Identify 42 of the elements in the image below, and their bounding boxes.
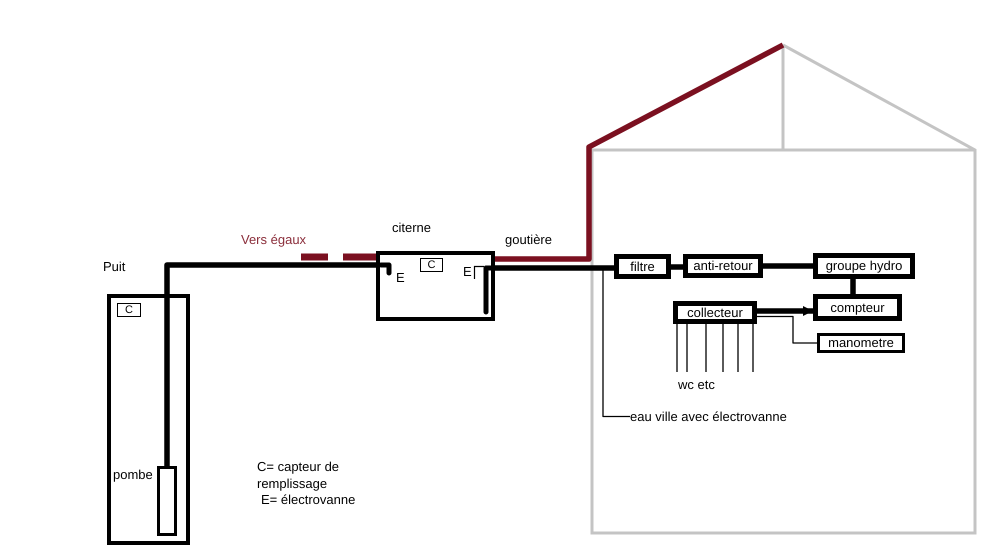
pipe-line [495,265,614,271]
component-box [673,301,757,324]
component-box [813,253,915,279]
valve-letter: E [463,264,472,279]
thin-pipe-line [676,324,678,372]
pipe-line [495,42,784,262]
component-box [614,254,671,279]
well-label: Puit [103,259,126,274]
component-label: groupe hydro [826,259,902,273]
key-text: C= capteur de remplissage [257,458,340,492]
pipe-line [763,263,813,269]
sensor-tag [420,258,443,272]
dashed-pipe-line [301,254,376,260]
annotation-text: Vers égaux [241,232,306,247]
pipe-line [164,262,376,466]
component-box [813,294,902,321]
tag-letter: C [125,304,133,316]
pipe-line [850,279,856,294]
pipe-line [671,264,683,270]
annotation-text: eau ville avec électrovanne [630,409,787,424]
thin-pipe-line [757,316,817,344]
outlet-label: wc etc [678,377,715,392]
sensor-tag [117,303,141,317]
tag-letter: C [428,259,436,271]
thin-pipe-line [722,324,724,372]
tank-label: citerne [392,220,432,235]
component-box [683,254,763,278]
pump-label: pombe [113,467,153,482]
component-box [817,333,905,353]
thin-pipe-line [752,324,754,372]
arrow [757,306,813,316]
key-text: E= électrovanne [261,492,356,507]
valve-letter: E [396,270,405,285]
thin-pipe-line [705,324,707,372]
annotation-text: goutière [505,232,552,247]
thin-pipe-line [737,324,739,372]
component-label: compteur [830,300,885,314]
component-label: filtre [630,260,655,274]
thin-pipe-line [686,324,688,372]
component-label: anti-retour [693,259,753,273]
component-label: collecteur [687,306,743,320]
component-label: manometre [828,336,894,350]
